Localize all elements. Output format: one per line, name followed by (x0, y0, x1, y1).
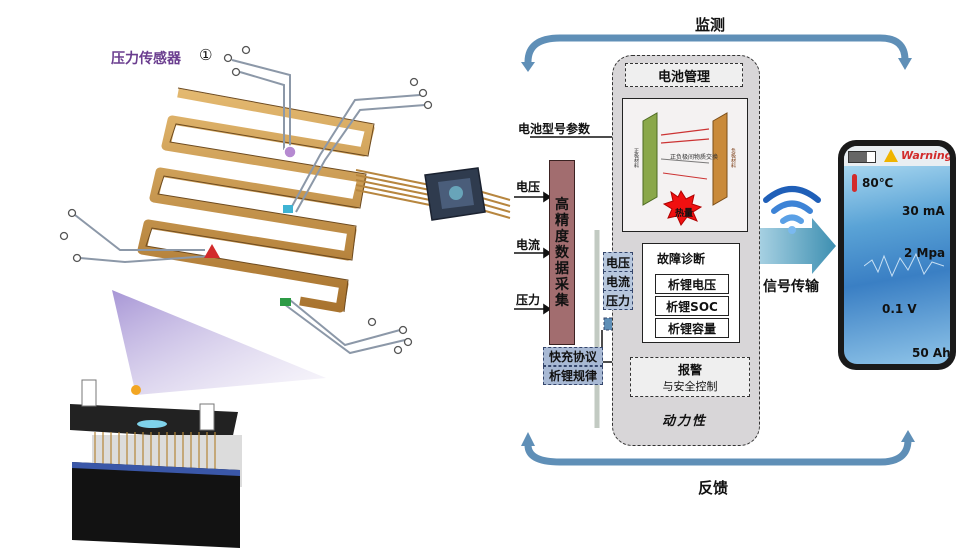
fault-diagnosis-label: 故障诊断 (657, 252, 706, 266)
data-acquisition-box: 高 精 度 数 据 采 集 (549, 160, 575, 345)
voltage-value: 0.1 V (882, 302, 917, 316)
temperature-value: 80℃ (862, 176, 894, 190)
pressure-input-label: 压力 (516, 293, 541, 307)
feedback-label: 反馈 (698, 479, 729, 497)
monitor-label: 监测 (695, 16, 726, 34)
current-input-label: 电流 (516, 238, 541, 252)
alarm-box: 报警 与安全控制 (630, 357, 750, 397)
fault-diagnosis-box: 故障诊断 析锂电压 析锂SOC 析锂容量 (642, 243, 740, 343)
pressure-small-box: 压力 (603, 290, 633, 310)
cell-left-label: 正极材料 (633, 148, 639, 168)
circled-number-one: ① (199, 46, 213, 64)
smartphone: Warning 80℃ 30 mA 2 Mpa 0.1 V 50 Ah (838, 140, 956, 370)
acquisition-char: 采 (555, 276, 569, 293)
dynamics-label: 动力性 (662, 414, 708, 429)
cell-mid-label: 正负极间物质交换 (670, 154, 719, 161)
acquisition-char: 据 (555, 260, 569, 277)
alarm-label: 报警 (677, 362, 702, 377)
lithium-law-label: 析锂规律 (548, 369, 597, 383)
voltage-input-label: 电压 (516, 180, 541, 194)
pressure-sensor-label: 压力传感器 (111, 51, 181, 67)
lead-wires (74, 59, 426, 355)
connector-ribbon (355, 169, 511, 219)
fast-charge-protocol-label: 快充协议 (548, 350, 597, 364)
signal-transmission-label: 信号传输 (763, 279, 819, 295)
wifi-icon (763, 186, 821, 234)
signal-arrow (760, 218, 836, 274)
safety-control-label: 与安全控制 (662, 379, 718, 393)
capacity-value: 50 Ah (912, 346, 950, 360)
fast-charge-protocol-box: 快充协议 (543, 347, 603, 366)
current-value: 30 mA (902, 204, 945, 218)
chip (424, 167, 486, 221)
battery-icon (848, 151, 876, 163)
heat-burst-icon (662, 189, 703, 226)
serpentine-sensor-edges (145, 87, 375, 313)
voltage-small-label: 电压 (605, 255, 630, 270)
signal-wave (864, 252, 944, 278)
lithium-law-box: 析锂规律 (543, 366, 603, 385)
current-small-label: 电流 (605, 274, 630, 289)
fault-item-capacity: 析锂容量 (655, 318, 729, 338)
pressure-small-label: 压力 (605, 293, 630, 308)
red-triangle-marker (204, 244, 220, 258)
monitor-arrow (521, 34, 912, 72)
cell-illustration (642, 112, 728, 226)
battery-cell-box (622, 98, 748, 232)
fault-item-voltage: 析锂电压 (655, 274, 729, 294)
feedback-arrow (521, 430, 915, 466)
warning-icon (884, 149, 898, 162)
wire-terminals (59, 45, 433, 355)
acquisition-char: 度 (555, 228, 569, 245)
acquisition-char: 集 (555, 292, 569, 309)
acquisition-char: 精 (555, 212, 569, 229)
battery-management-box: 电池管理 (625, 63, 743, 87)
cyan-marker (283, 205, 293, 213)
acquisition-char: 数 (555, 244, 569, 261)
purple-marker (283, 145, 297, 159)
battery-management-label: 电池管理 (657, 69, 710, 85)
heat-label: 热量 (675, 209, 694, 219)
acquisition-char: 高 (555, 196, 569, 213)
cell-right-label: 负极材料 (730, 148, 736, 168)
phone-screen: Warning 80℃ 30 mA 2 Mpa 0.1 V 50 Ah (844, 146, 950, 364)
voltage-small-box: 电压 (603, 252, 633, 272)
current-small-box: 电流 (603, 271, 633, 291)
thermometer-icon (852, 174, 857, 192)
green-marker (280, 298, 291, 306)
battery-model-params-label: 电池型号参数 (518, 122, 591, 136)
warning-text: Warning (901, 149, 950, 162)
serpentine-sensor (137, 88, 375, 313)
fault-item-soc: 析锂SOC (655, 296, 729, 316)
battery-illustration (70, 379, 242, 548)
beam-source (131, 385, 141, 395)
light-beam (112, 290, 326, 395)
